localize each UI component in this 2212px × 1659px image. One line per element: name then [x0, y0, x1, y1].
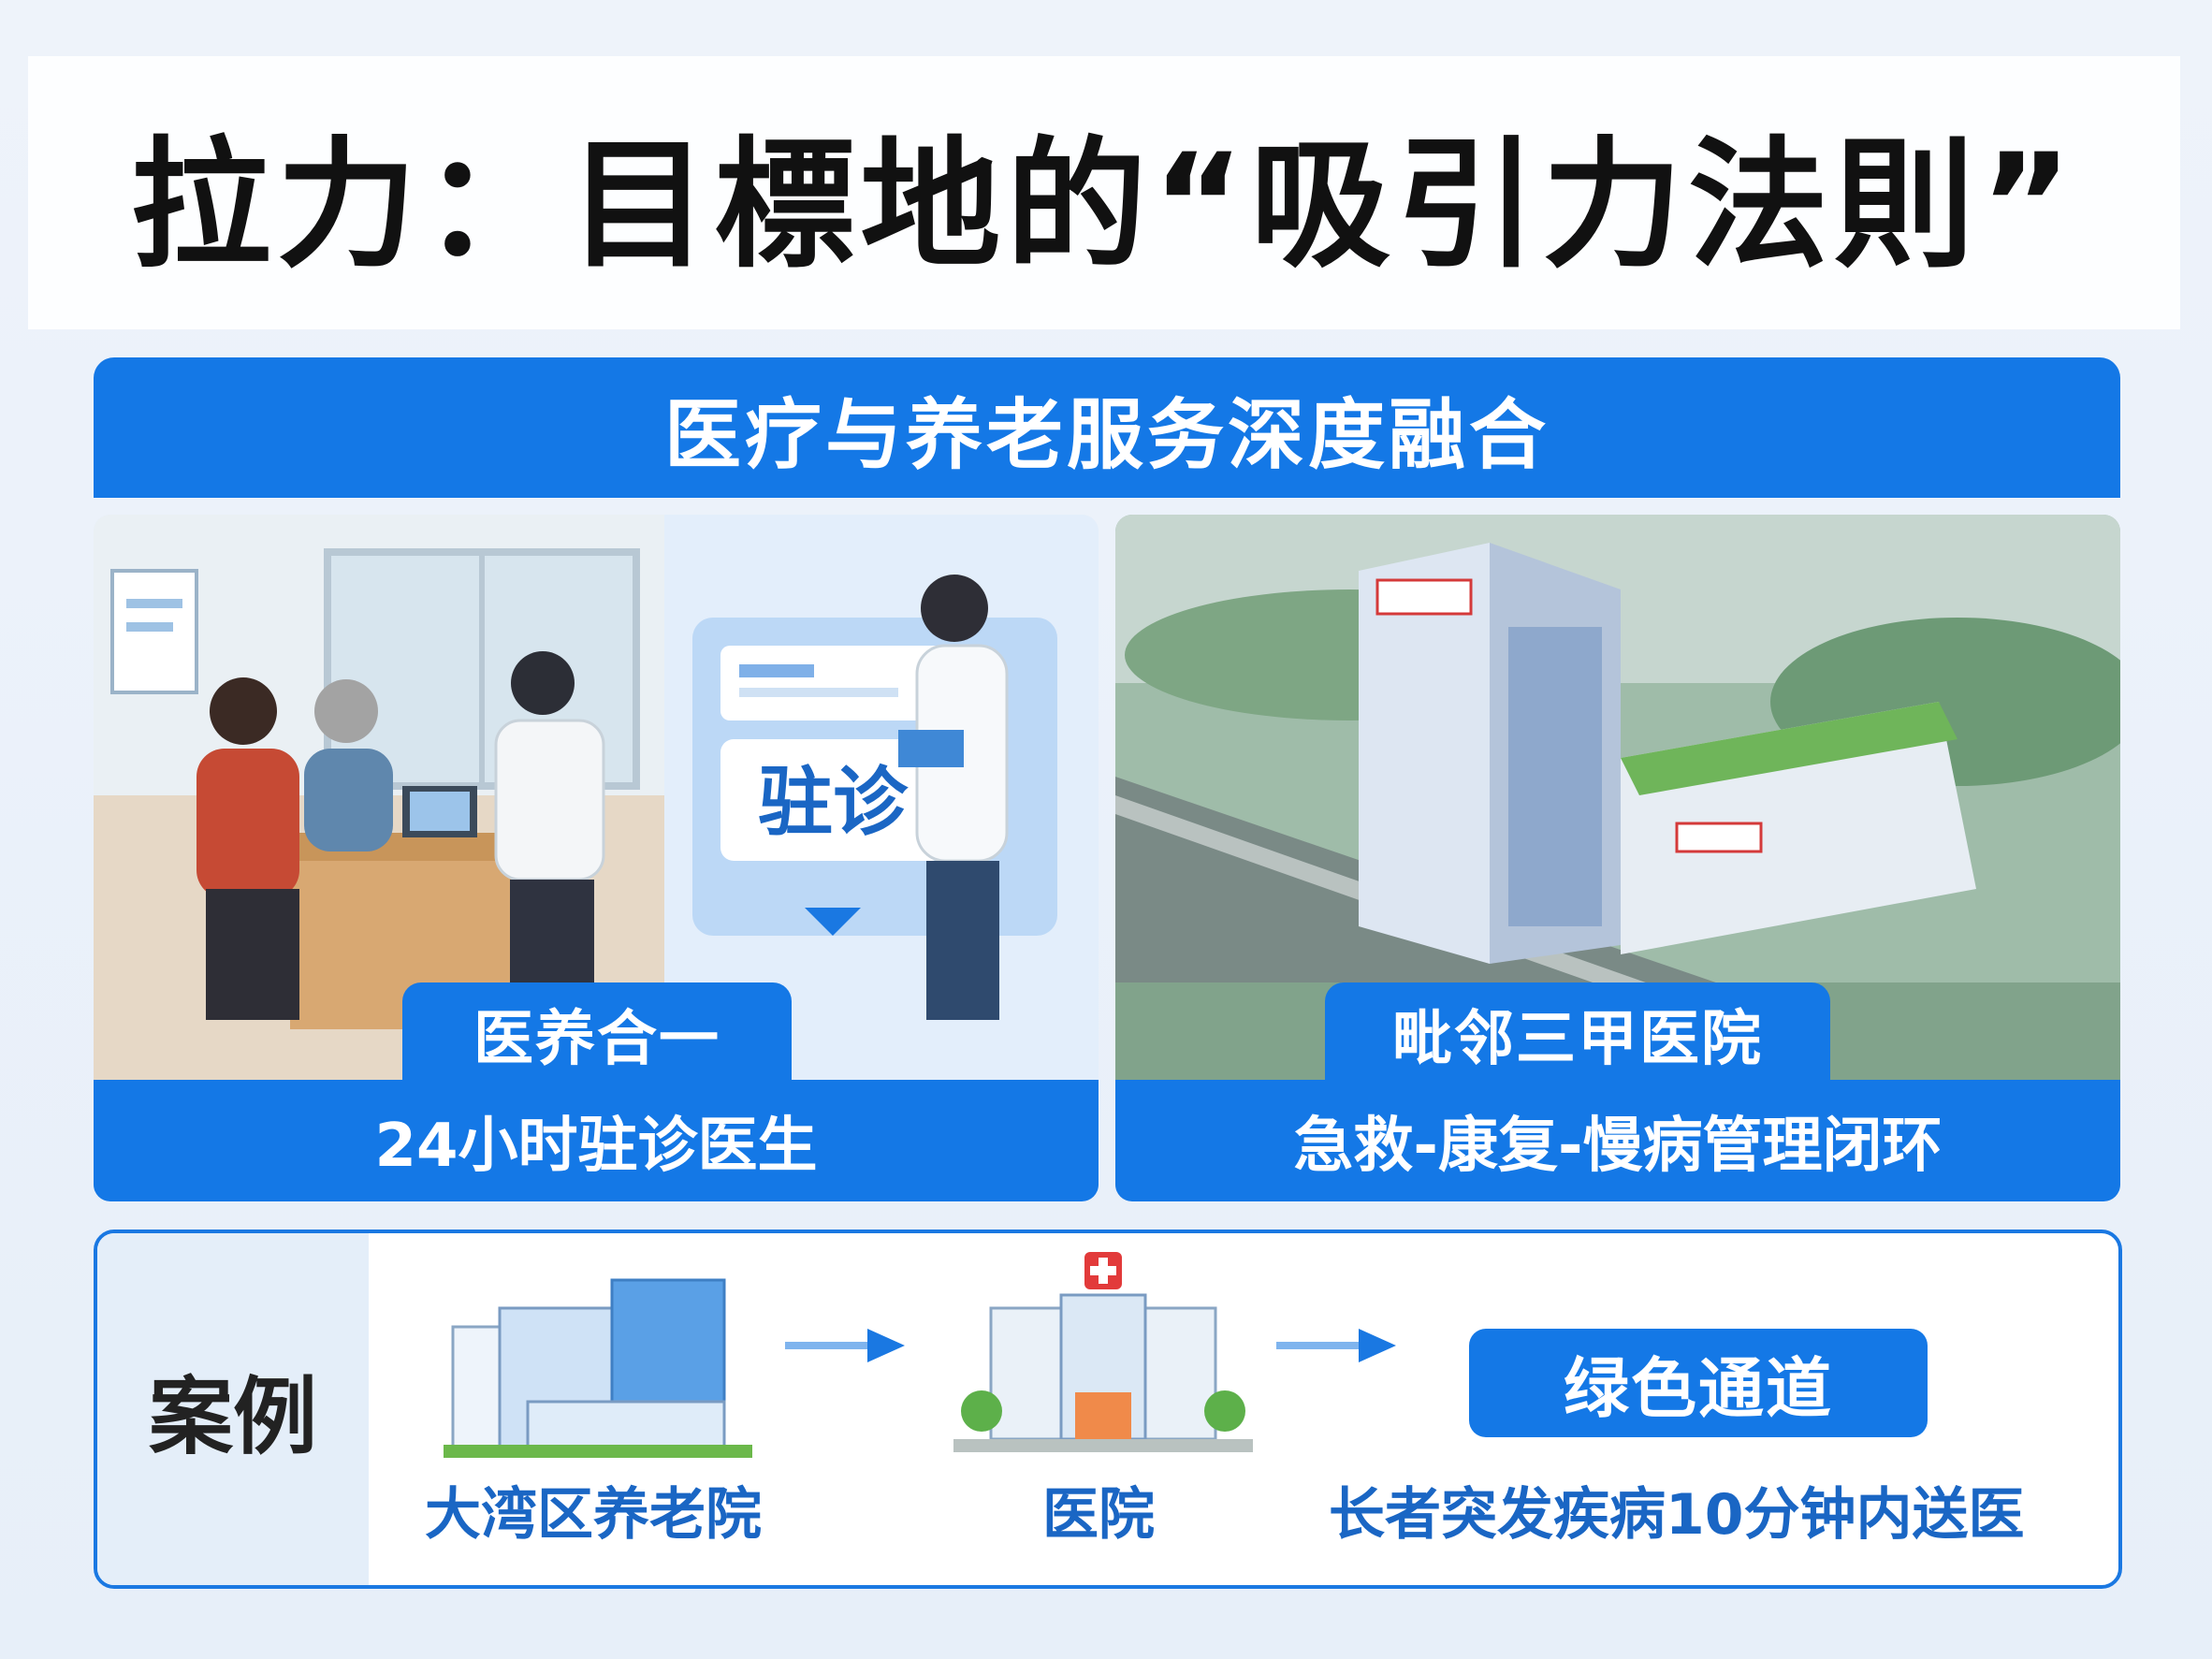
arrow-right-icon [785, 1329, 905, 1362]
section-header-label: 医疗与养老服务深度融合 [663, 390, 1550, 480]
case-item-label: 医院 [1042, 1482, 1155, 1548]
green-channel-label: 绿色通道 [1564, 1349, 1833, 1427]
hospital-building-icon [953, 1252, 1253, 1452]
panel-medical-care: 驻诊 医养合一 24小时驻诊医生 [94, 515, 1099, 1201]
section-header: 医疗与养老服务深度融合 [94, 357, 2120, 498]
arrow-right-icon [1276, 1329, 1396, 1362]
tab-hospital-proximity: 毗邻三甲医院 [1325, 982, 1830, 1085]
strip-medical-care: 24小时驻诊医生 [94, 1080, 1099, 1201]
strip-hospital-proximity: 急救-康复-慢病管理闭环 [1115, 1080, 2120, 1201]
card-label: 驻诊 [758, 759, 909, 846]
tab-medical-care: 医养合一 [402, 982, 792, 1085]
panel-hospital-proximity: 毗邻三甲医院 急救-康复-慢病管理闭环 [1115, 515, 2120, 1201]
green-channel-badge: 绿色通道 [1469, 1329, 1928, 1437]
case-box: 案例 绿色通道 大湾区养老院 医院 长者突发疾病10分钟内送医 [94, 1230, 2122, 1589]
case-label-block: 案例 [97, 1233, 369, 1585]
case-item-label: 长者突发疾病10分钟内送医 [1329, 1482, 2025, 1548]
nursing-home-building-icon [444, 1278, 752, 1458]
page-title: 拉力：目標地的“吸引力法則” [130, 124, 2078, 287]
strip-hospital-proximity-label: 急救-康复-慢病管理闭环 [1293, 1112, 1943, 1181]
tab-hospital-proximity-label: 毗邻三甲医院 [1392, 1005, 1763, 1074]
tab-medical-care-label: 医养合一 [473, 1005, 720, 1074]
title-band: 拉力：目標地的“吸引力法則” [28, 56, 2180, 329]
case-label: 案例 [149, 1368, 317, 1466]
clinic-consultation-illustration: 驻诊 [94, 515, 1099, 1080]
strip-medical-care-label: 24小时驻诊医生 [374, 1112, 818, 1181]
case-item-label: 大湾区养老院 [425, 1482, 762, 1548]
